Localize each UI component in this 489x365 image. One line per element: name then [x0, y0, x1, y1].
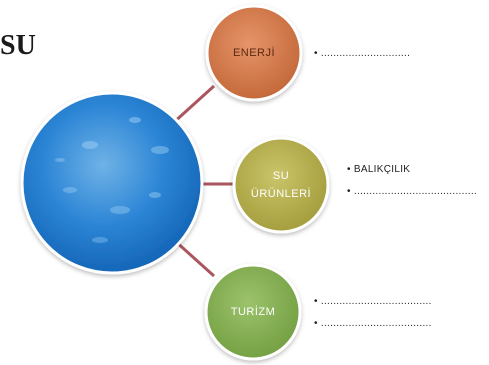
node-su-urunleri	[232, 136, 330, 234]
su-urunleri-bullet-2: • ......................................…	[347, 186, 478, 197]
water-image-circle	[20, 91, 204, 275]
node-su-urunleri-label: SU ÜRÜNLERİ	[241, 167, 321, 203]
enerji-label-text: ENERJİ	[232, 47, 276, 59]
node-turizm-label: TURİZM	[213, 303, 293, 321]
su-urunleri-label-line1: SU	[272, 170, 290, 182]
node-enerji	[205, 4, 303, 102]
turizm-label-text: TURİZM	[230, 306, 276, 318]
node-turizm	[204, 263, 302, 361]
su-urunleri-bullet-1: • BALIKÇILIK	[347, 164, 411, 175]
turizm-bullet-2: • ....................................	[314, 318, 432, 329]
enerji-bullet-1: • .............................	[314, 48, 411, 59]
connector-enerji	[170, 84, 216, 126]
connector-turizm	[172, 238, 216, 278]
turizm-bullet-1: • ....................................	[314, 296, 432, 307]
su-urunleri-label-line2: ÜRÜNLERİ	[250, 188, 312, 200]
node-enerji-label: ENERJİ	[214, 44, 294, 62]
diagram-title: SU	[0, 30, 36, 61]
